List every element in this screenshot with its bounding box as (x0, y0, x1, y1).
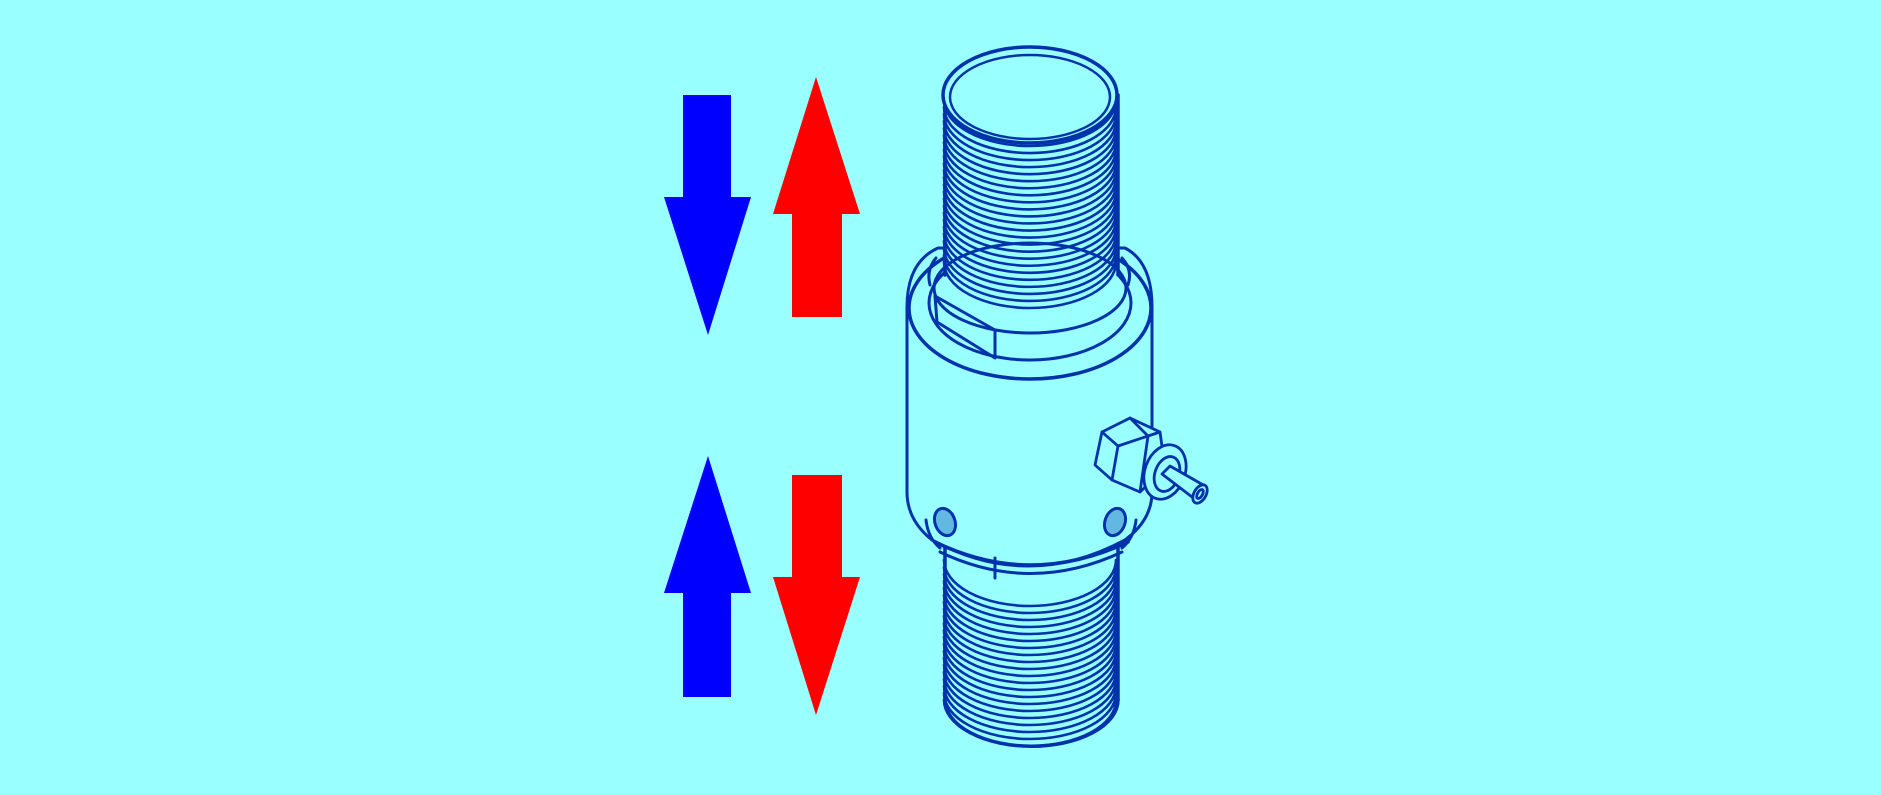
upper-thread (932, 45, 1128, 335)
thread-ridge (942, 246, 1118, 296)
thread-ridge (942, 211, 1118, 260)
thread-ridge (942, 162, 1118, 211)
thread-ridge (942, 105, 1118, 155)
thread-ridge (942, 586, 1118, 636)
thread-ridge (942, 112, 1118, 162)
bottom-lip-right (1120, 518, 1138, 550)
thread-ridge (942, 656, 1118, 706)
thread-ridge (942, 628, 1118, 678)
lower-thread-ridges (942, 558, 1120, 749)
thread-ridge (942, 190, 1118, 239)
red-down-arrow (773, 475, 860, 715)
thread-ridge (942, 197, 1118, 246)
thread-ridge (942, 649, 1118, 699)
thread-ridge (942, 183, 1118, 232)
connector-nut-facet-2 (1110, 444, 1120, 482)
thread-ridge (942, 140, 1118, 190)
body-top-lip (927, 256, 1131, 287)
upper-flat (933, 294, 997, 360)
thread-ridge (942, 126, 1118, 176)
blue-up-arrow (664, 456, 751, 697)
thread-ridge (942, 663, 1118, 713)
thread-ridge (942, 677, 1118, 727)
upper-thread-ridges (942, 98, 1118, 310)
thread-ridge (942, 572, 1118, 622)
thread-ridge (942, 169, 1118, 218)
body-bottom-rim (933, 540, 1130, 567)
thread-ridge (942, 614, 1118, 664)
thread-ridge (942, 635, 1118, 685)
thread-ridge (942, 260, 1118, 310)
red-up-arrow (773, 77, 860, 317)
thread-ridge (942, 155, 1118, 204)
thread-ridge (942, 565, 1118, 615)
thread-ridge (942, 684, 1118, 734)
thread-ridge (942, 253, 1118, 303)
lower-thread-bottom-face (943, 698, 1120, 749)
thread-ridge (942, 607, 1118, 657)
lower-thread (942, 543, 1120, 749)
upper-thread-collar (932, 241, 1128, 335)
load-cell (905, 45, 1209, 749)
connector-pin-tip-inner (1195, 488, 1205, 500)
thread-ridge (942, 621, 1118, 671)
upper-thread-top-face (941, 45, 1119, 145)
thread-ridge (942, 642, 1118, 692)
thread-ridge (942, 225, 1118, 275)
cable-connector (1093, 416, 1209, 505)
thread-ridge (942, 558, 1118, 608)
thread-ridge (942, 133, 1118, 183)
thread-ridge (942, 232, 1118, 282)
mounting-holes (932, 506, 1128, 538)
thread-ridge (942, 593, 1118, 643)
thread-ridge (942, 119, 1118, 169)
connector-nut-facet-4 (1138, 434, 1150, 494)
body-bottom-rim-inner (938, 550, 1124, 575)
force-arrows (664, 77, 860, 715)
bottom-lip-left (924, 518, 942, 550)
thread-ridge (942, 148, 1118, 197)
thread-ridge (942, 579, 1118, 629)
mounting-hole-left (932, 506, 958, 538)
wrench-flats (933, 294, 997, 580)
mounting-hole-right (1102, 506, 1128, 538)
thread-ridge (942, 218, 1118, 267)
thread-ridge (942, 600, 1118, 650)
blue-down-arrow (664, 95, 751, 335)
thread-ridge (942, 176, 1118, 225)
thread-ridge (942, 204, 1118, 253)
upper-thread-top-face-inner (948, 53, 1112, 141)
thread-ridge (942, 670, 1118, 720)
thread-ridge (942, 691, 1118, 741)
thread-ridge (942, 98, 1118, 148)
